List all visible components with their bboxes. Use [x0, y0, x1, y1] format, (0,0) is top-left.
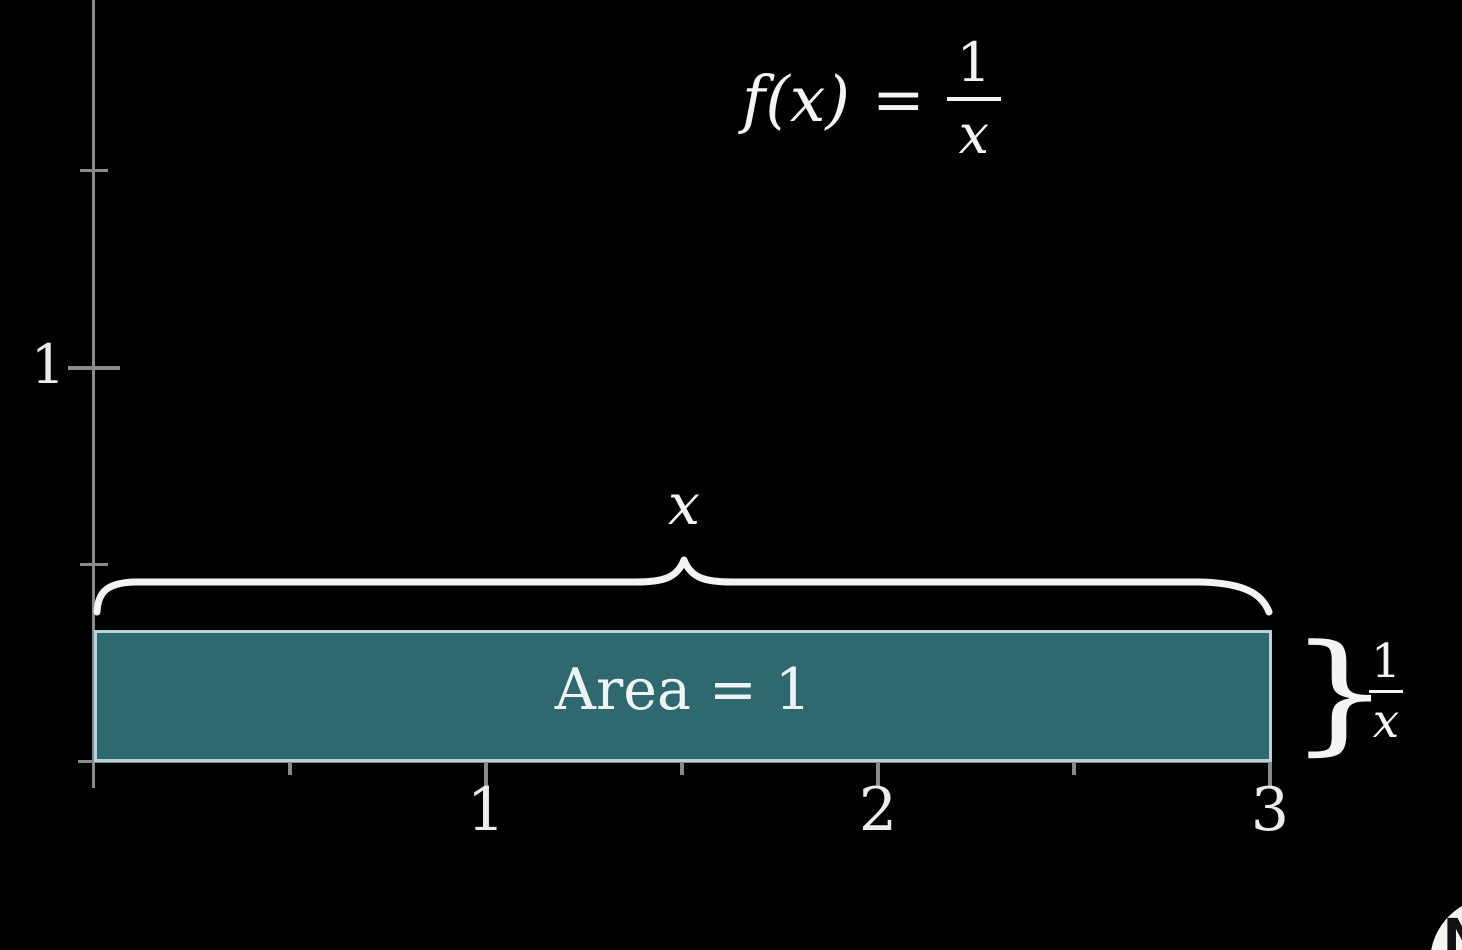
height-fraction-numerator: 1: [1371, 634, 1401, 689]
x-tick-0p5: [288, 762, 292, 775]
area-label: Area = 1: [554, 657, 812, 723]
formula-fraction: 1 x: [946, 31, 1001, 166]
formula-lhs: f(x): [742, 62, 851, 136]
x-tick-label-1: 1: [466, 775, 506, 845]
formula-denominator: x: [958, 103, 990, 166]
x-tick-2p5: [1072, 762, 1076, 775]
y-tick-label-1: 1: [30, 333, 66, 396]
formula-numerator: 1: [956, 31, 991, 94]
watermark-logo-glyph: N: [1443, 909, 1462, 950]
height-fraction-bar: [1369, 690, 1403, 693]
unit-area-rectangle: [94, 630, 1272, 762]
x-tick-2: [876, 762, 880, 786]
x-tick-3: [1268, 762, 1272, 786]
width-brace-label: x: [667, 472, 701, 538]
height-fraction-denominator: x: [1372, 694, 1400, 749]
x-tick-1p5: [680, 762, 684, 775]
fraction-bar: [946, 97, 1001, 101]
y-tick-0p5: [80, 563, 108, 566]
x-tick-label-2: 2: [858, 775, 898, 845]
height-fraction: 1 x: [1360, 638, 1412, 745]
formula-equals: =: [872, 62, 925, 136]
x-tick-label-3: 3: [1250, 775, 1290, 845]
function-formula: f(x) = 1 x: [742, 36, 1001, 162]
y-tick-1p5: [80, 169, 108, 172]
y-axis-line: [92, 0, 95, 788]
x-tick-1: [484, 762, 488, 786]
y-tick-1: [68, 366, 120, 370]
